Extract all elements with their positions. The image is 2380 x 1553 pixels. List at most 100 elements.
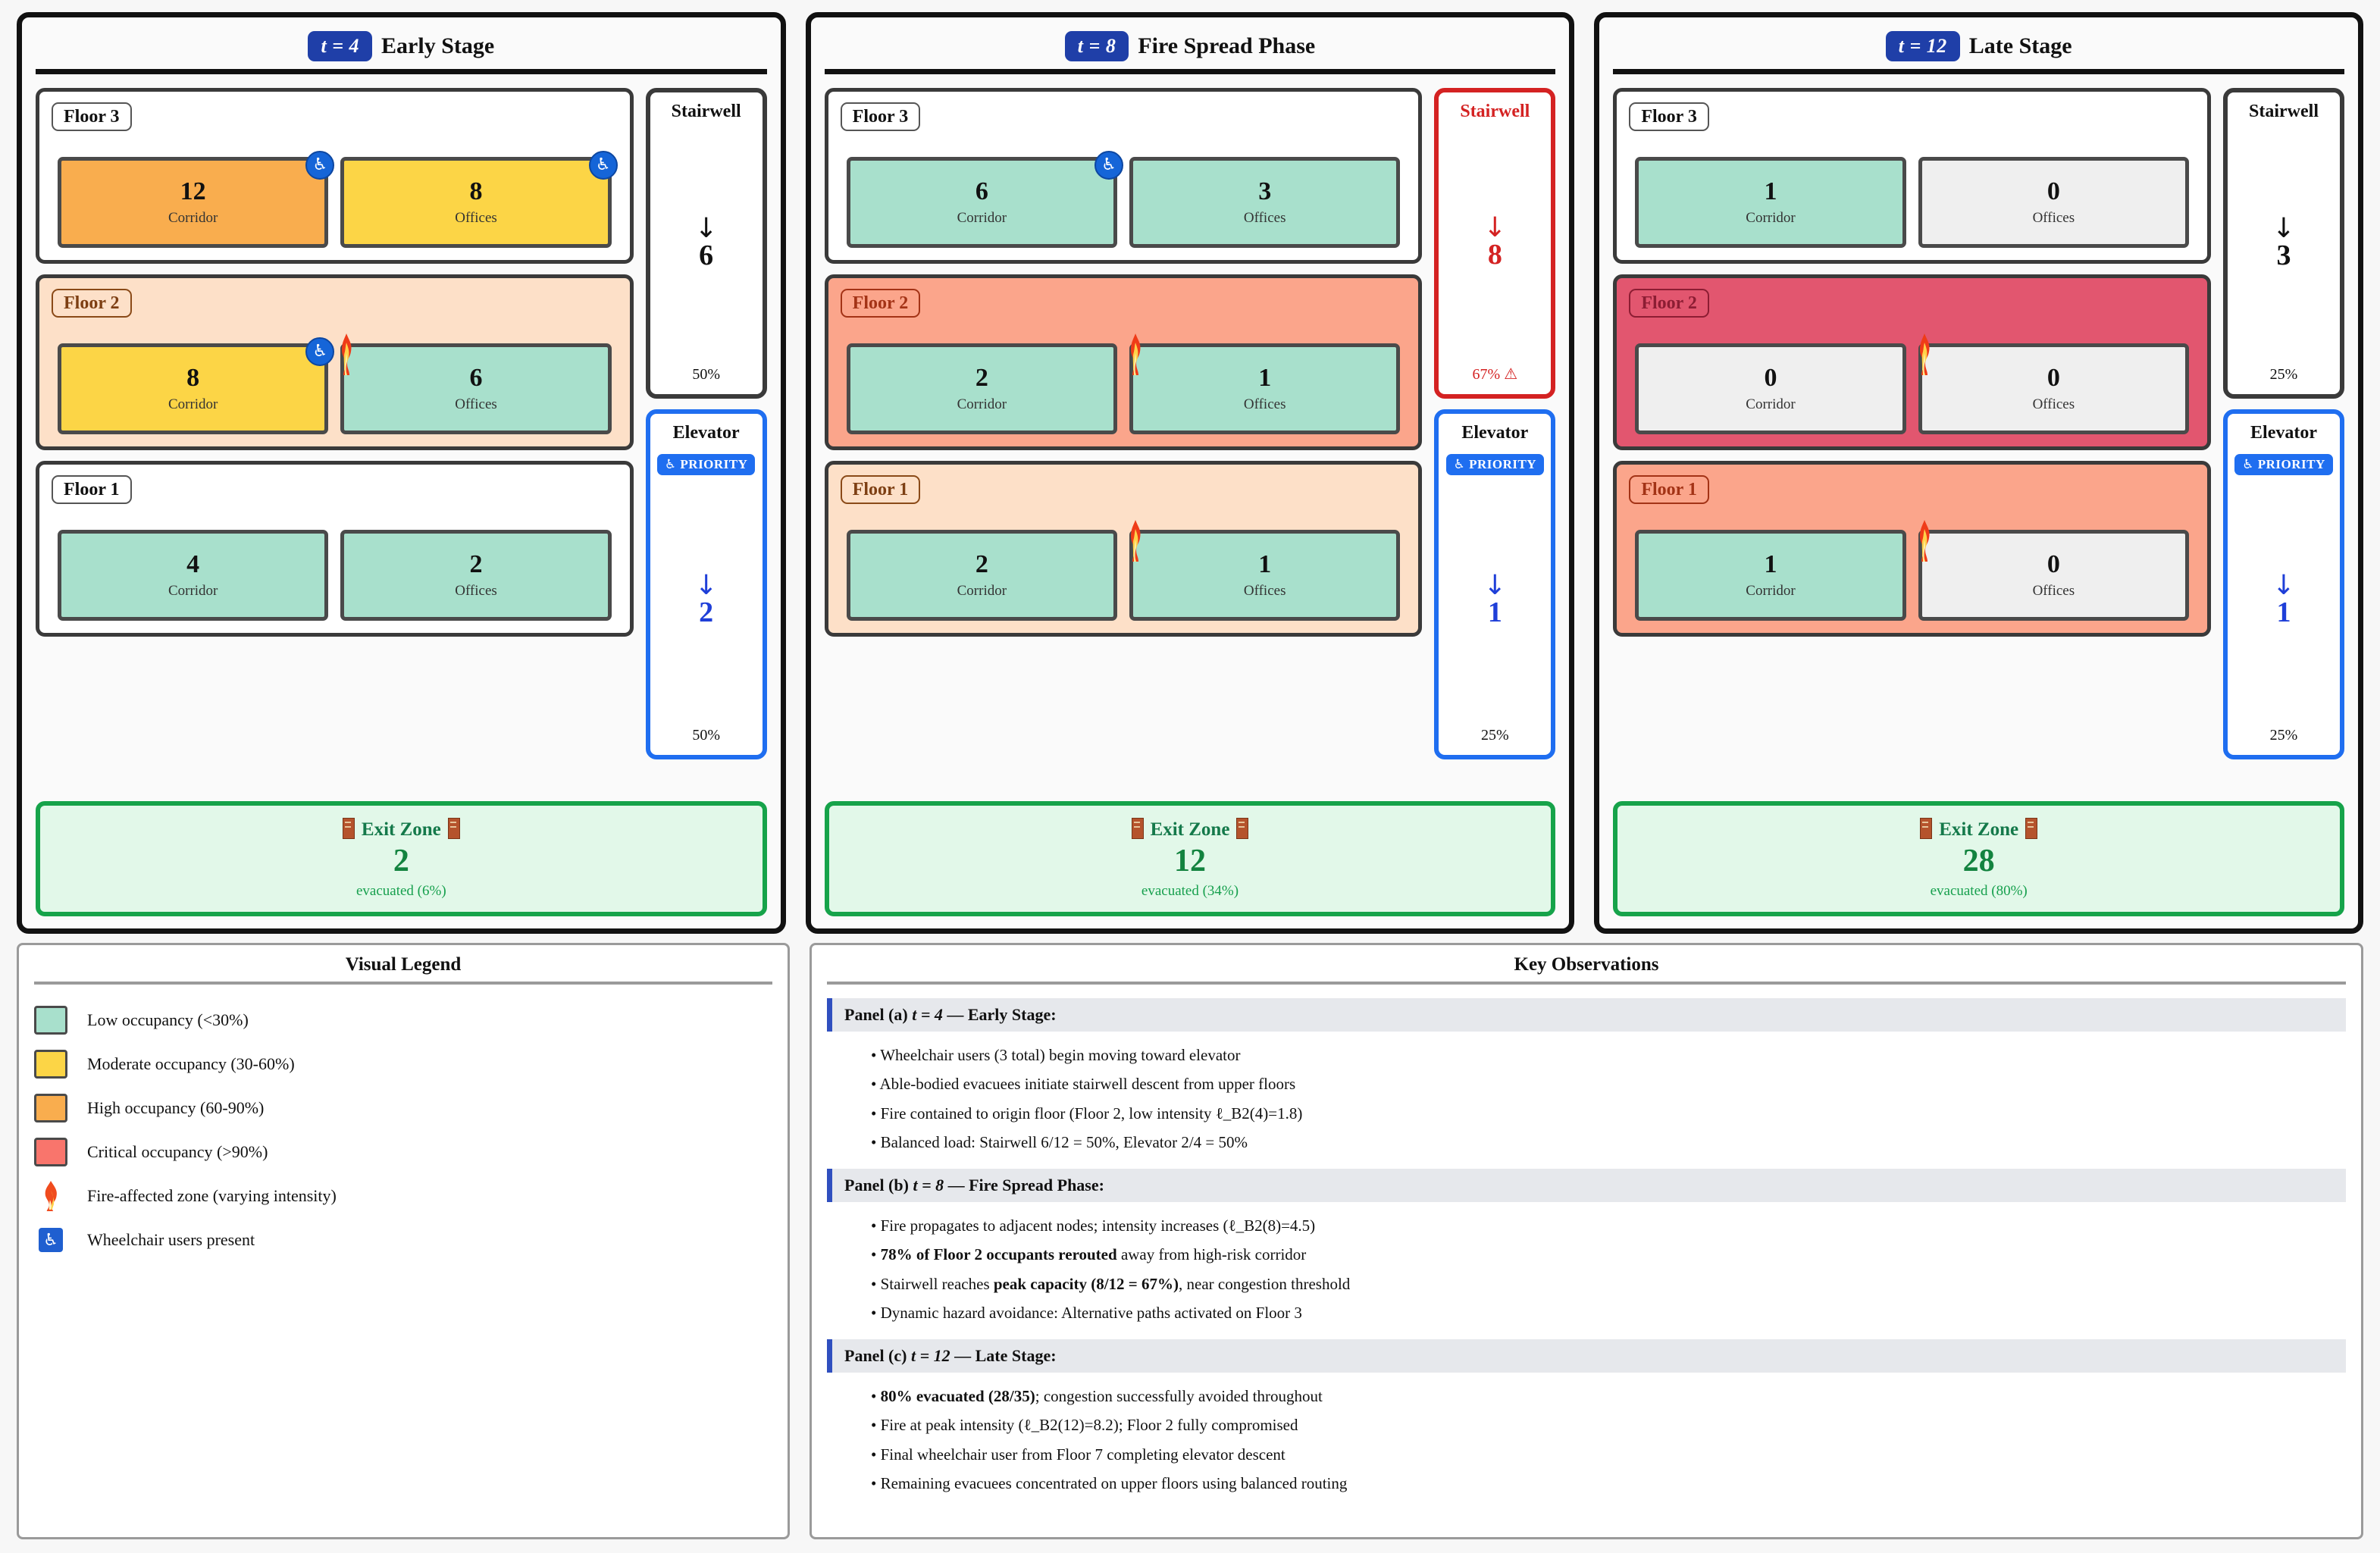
panel-title-divider <box>824 69 1556 74</box>
legend-title: Visual Legend <box>345 954 462 975</box>
elevator-label: Elevator <box>2250 423 2317 443</box>
legend-item-label: Fire-affected zone (varying intensity) <box>87 1186 337 1205</box>
legend-item: Critical occupancy (>90%) <box>34 1130 772 1174</box>
fire-icon <box>338 333 355 379</box>
observation-bullet: • Stairwell reaches peak capacity (8/12 … <box>871 1274 1351 1293</box>
observation-group-heading: Panel (a) t = 4 — Early Stage: <box>827 998 2346 1032</box>
wheelchair-icon: ♿ <box>2242 457 2254 472</box>
observation-bullet: • 78% of Floor 2 occupants rerouted away… <box>871 1245 1307 1264</box>
down-arrow-icon: ↓ <box>694 212 718 244</box>
shaft-utilization: 25% <box>1481 727 1509 744</box>
shaft-utilization: 50% <box>692 727 720 744</box>
legend-list: Low occupancy (<30%)Moderate occupancy (… <box>34 998 772 1262</box>
fire-icon <box>1916 520 1933 565</box>
shaft-flow: ↓8 <box>1483 122 1506 365</box>
observation-bullet: • Final wheelchair user from Floor 7 com… <box>871 1445 1286 1464</box>
room-name: Corridor <box>957 582 1007 599</box>
observation-bullets: • 80% evacuated (28/35); congestion succ… <box>827 1373 2346 1505</box>
room-occupant-count: 12 <box>180 177 206 205</box>
panel-title-divider <box>36 69 767 74</box>
shaft-flow: ↓2 <box>695 475 718 727</box>
down-arrow-icon: ↓ <box>2272 212 2296 244</box>
exit-zone-label: Exit Zone <box>1125 817 1256 841</box>
legend-color-swatch <box>34 1050 67 1079</box>
wheelchair-icon: ♿ <box>305 337 335 366</box>
down-arrow-icon: ↓ <box>1483 569 1507 601</box>
time-badge: t = 4 <box>308 31 373 61</box>
room-occupant-count: 0 <box>1764 363 1777 392</box>
shaft-flow: ↓6 <box>695 122 718 366</box>
legend-item: Moderate occupancy (30-60%) <box>34 1042 772 1086</box>
observation-group-heading: Panel (c) t = 12 — Late Stage: <box>827 1339 2346 1373</box>
fire-icon <box>1127 333 1144 379</box>
room-occupant-count: 2 <box>975 549 988 578</box>
observations-divider <box>827 982 2346 985</box>
room-name: Corridor <box>1746 396 1796 412</box>
room-occupant-count: 3 <box>1258 177 1272 205</box>
elevator-label: Elevator <box>1461 423 1529 443</box>
observation-group-heading: Panel (b) t = 8 — Fire Spread Phase: <box>827 1169 2346 1202</box>
room-name: Offices <box>2032 582 2075 599</box>
visual-legend-card: Visual Legend Low occupancy (<30%)Modera… <box>17 943 790 1539</box>
room-name: Offices <box>1243 209 1286 226</box>
down-arrow-icon: ↓ <box>1483 211 1507 243</box>
legend-item: High occupancy (60-90%) <box>34 1086 772 1130</box>
room-occupant-count: 1 <box>1764 177 1777 205</box>
room-name: Offices <box>2032 209 2075 226</box>
fire-icon <box>34 1181 67 1211</box>
observation-bullet: • Fire contained to origin floor (Floor … <box>871 1104 1303 1122</box>
room-name: Offices <box>2032 396 2075 412</box>
legend-item-label: Wheelchair users present <box>87 1230 255 1249</box>
observations-list: Panel (a) t = 4 — Early Stage:• Wheelcha… <box>827 998 2346 1510</box>
room-name: Corridor <box>168 582 218 599</box>
room-name: Corridor <box>168 396 218 412</box>
room-occupant-count: 6 <box>469 363 483 392</box>
legend-item: ♿Wheelchair users present <box>34 1218 772 1262</box>
room-occupant-count: 0 <box>2046 177 2060 205</box>
observation-bullets: • Wheelchair users (3 total) begin movin… <box>827 1032 2346 1164</box>
wheelchair-icon: ♿ <box>664 457 677 472</box>
